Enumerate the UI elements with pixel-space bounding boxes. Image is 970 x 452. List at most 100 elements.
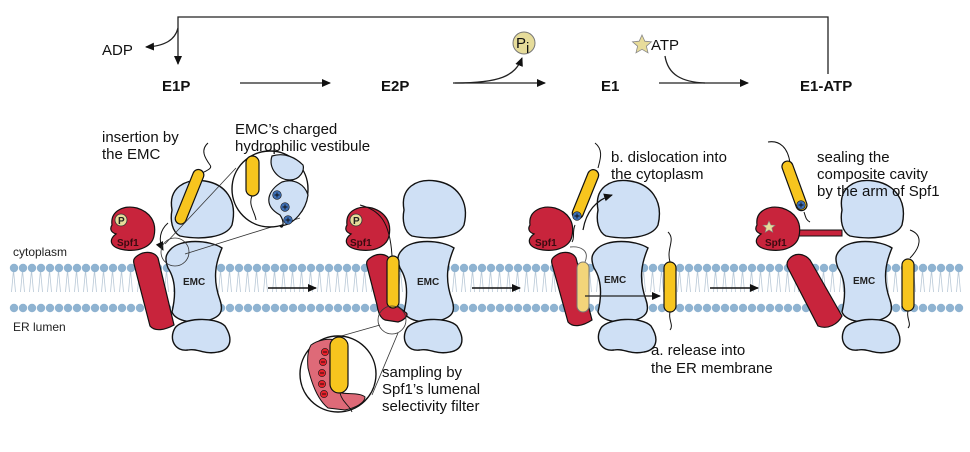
lipid-head [342,263,352,273]
lipid-head [36,303,46,313]
released-substrate [663,231,677,331]
panel-sealing: EMC Spf1 sealing the composite cavity by… [755,141,940,354]
lipid-head [774,303,784,313]
lipid-head [63,263,73,273]
lipid-head [828,263,838,273]
lipid-head [945,263,955,273]
lipid-head [936,263,946,273]
insertion-label-line1: insertion by [102,129,179,146]
insertion-label-line2: the EMC [102,146,161,163]
lipid-head [27,303,37,313]
lipid-head [711,263,721,273]
lipid-head [513,263,523,273]
state-e1-atp: E1-ATP [800,78,852,95]
lipid-head [315,303,325,313]
lipid-head [234,303,244,313]
sampling-label-line3: selectivity filter [382,398,480,415]
lipid-head [18,263,28,273]
lipid-head [81,303,91,313]
spf1: P Spf1 [110,206,175,331]
spf1: Spf1 [755,206,843,328]
lipid-head [117,263,127,273]
lipid-head [693,303,703,313]
positive-charge-icons [272,190,293,225]
membrane-substrate [901,229,920,329]
lipid-head [459,303,469,313]
lipid-head [126,263,136,273]
lipid-head [774,263,784,273]
lipid-head [315,263,325,273]
lipid-head [486,303,496,313]
lipid-head [279,263,289,273]
atp-binding-curve [664,55,706,84]
emc-label: EMC [417,277,439,288]
lipid-head [531,303,541,313]
lipid-head [99,263,109,273]
lipid-head [342,303,352,313]
lipid-head [684,303,694,313]
sealing-label-line3: by the arm of Spf1 [817,183,940,200]
lipid-head [531,263,541,273]
vestibule-inset [160,150,309,267]
lipid-head [675,303,685,313]
lipid-head [495,303,505,313]
lipid-head [288,303,298,313]
dislocation-label-line2: the cytoplasm [611,166,704,183]
lipid-head [333,263,343,273]
lipid-head [306,263,316,273]
phospho-label: P [118,216,125,227]
lipid-head [243,303,253,313]
lipid-head [225,303,235,313]
lipid-head [72,303,82,313]
tail-anchored-substrate [155,142,212,251]
lipid-head [927,303,937,313]
panel-sampling: EMC P Spf1 [299,179,480,415]
lipid-head [720,303,730,313]
lipid-head [18,303,28,313]
lipid-head [297,263,307,273]
lipid-head [765,303,775,313]
lipid-head [27,263,37,273]
lipid-head [765,263,775,273]
lipid-head [468,263,478,273]
sealing-label-line2: composite cavity [817,166,928,183]
lipid-head [351,303,361,313]
lipid-head [117,303,127,313]
lipid-head [333,303,343,313]
lipid-head [54,303,64,313]
lipid-head [648,303,658,313]
atp-star-icon [762,220,776,233]
phospho-icon [114,213,128,227]
state-e1p: E1P [162,78,190,95]
dislocated-substrate [767,141,811,223]
pi-label: P [516,35,526,52]
lipid-head [522,303,532,313]
lipid-head [477,303,487,313]
dislocated-substrate [571,142,613,243]
adp-release-arrow [145,27,179,51]
lipid-head [711,303,721,313]
lipid-head [351,263,361,273]
sampling-label-line1: sampling by [382,364,463,381]
lipid-head [270,263,280,273]
state-e2p: E2P [381,78,409,95]
spf1: Spf1 [528,206,593,327]
tail-anchored-substrate [359,204,400,309]
lipid-head [756,263,766,273]
pi-release-arrow [454,57,523,84]
lipid-head [90,303,100,313]
emc-complex: EMC [591,179,660,354]
lipid-head [234,263,244,273]
dislocation-label-line1: b. dislocation into [611,149,727,166]
lipid-head [540,303,550,313]
lipid-head [675,263,685,273]
lipid-head [891,303,901,313]
lipid-head [36,263,46,273]
emc-complex: EMC [835,179,904,354]
lipid-head [747,303,757,313]
lipid-head [108,303,118,313]
phospho-label: P [353,216,360,227]
pi-subscript: i [526,40,529,57]
emc-label: EMC [604,275,626,286]
